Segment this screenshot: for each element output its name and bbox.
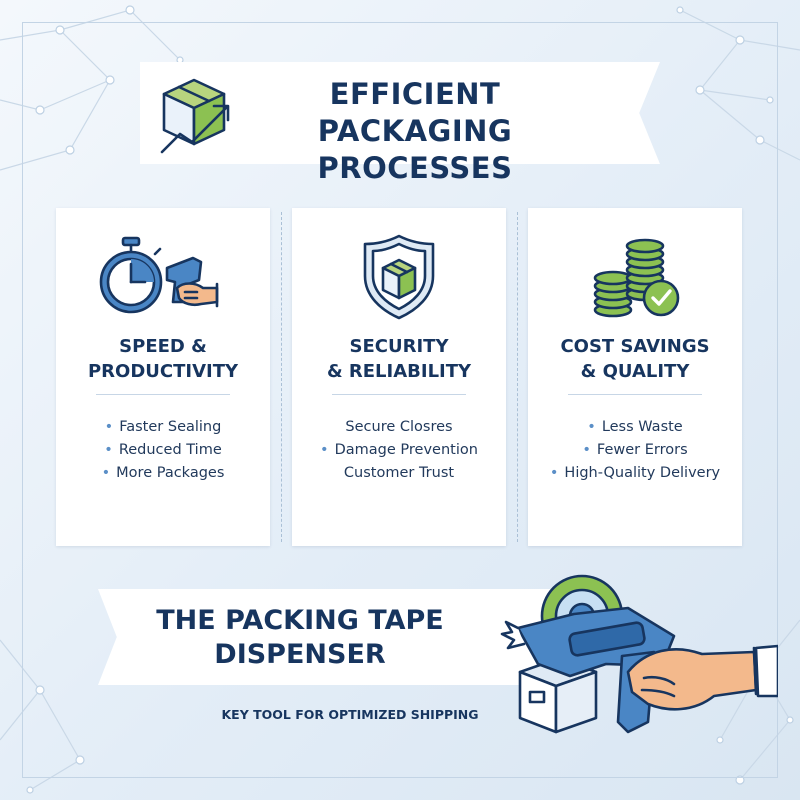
- tape-dispenser-icon: [500, 574, 778, 734]
- list-item: •Less Waste: [587, 419, 683, 435]
- page-frame: [22, 22, 778, 778]
- card-feature-list: •Less Waste •Fewer Errors •High-Quality …: [528, 416, 742, 485]
- card-separator: [517, 212, 518, 542]
- box-growth-arrow-icon: [160, 78, 230, 154]
- card-divider: [332, 394, 466, 395]
- bullet-icon: •: [549, 465, 559, 481]
- list-item: •High-Quality Delivery: [549, 465, 721, 481]
- card-speed-productivity: SPEED &PRODUCTIVITY •Faster Sealing •Red…: [56, 208, 270, 546]
- list-item: •More Packages: [101, 465, 225, 481]
- bullet-icon: •: [582, 442, 591, 458]
- footer-subtitle: KEY TOOL FOR OPTIMIZED SHIPPING: [221, 707, 479, 722]
- card-feature-list: •Faster Sealing •Reduced Time •More Pack…: [56, 416, 270, 485]
- card-feature-list: Secure Closres •Damage Prevention Custom…: [292, 416, 506, 485]
- title-banner: [140, 62, 660, 164]
- bullet-icon: •: [104, 442, 113, 458]
- list-item: •Fewer Errors: [582, 442, 688, 458]
- card-title: SPEED &PRODUCTIVITY: [87, 336, 239, 382]
- bullet-icon: •: [104, 419, 114, 435]
- card-divider: [96, 394, 230, 395]
- list-item: Customer Trust: [343, 465, 455, 481]
- coins-check-icon: [593, 238, 680, 318]
- bullet-icon: •: [587, 419, 596, 435]
- bullet-icon: •: [320, 442, 329, 458]
- card-security-reliability: SECURITY& RELIABILITY Secure Closres •Da…: [292, 208, 506, 546]
- list-item: •Damage Prevention: [320, 442, 478, 458]
- card-title: COST SAVINGS& QUALITY: [560, 336, 710, 382]
- list-item: Secure Closres: [345, 419, 453, 435]
- card-divider: [568, 394, 702, 395]
- list-item: •Faster Sealing: [104, 419, 222, 435]
- list-item: •Reduced Time: [104, 442, 222, 458]
- stopwatch-scanner-icon: [99, 236, 219, 314]
- shield-box-icon: [363, 234, 435, 320]
- card-separator: [281, 212, 282, 542]
- card-title: SECURITY& RELIABILITY: [326, 336, 472, 382]
- footer-banner: [98, 589, 568, 685]
- bullet-icon: •: [101, 465, 111, 481]
- card-cost-savings-quality: COST SAVINGS& QUALITY •Less Waste •Fewer…: [528, 208, 742, 546]
